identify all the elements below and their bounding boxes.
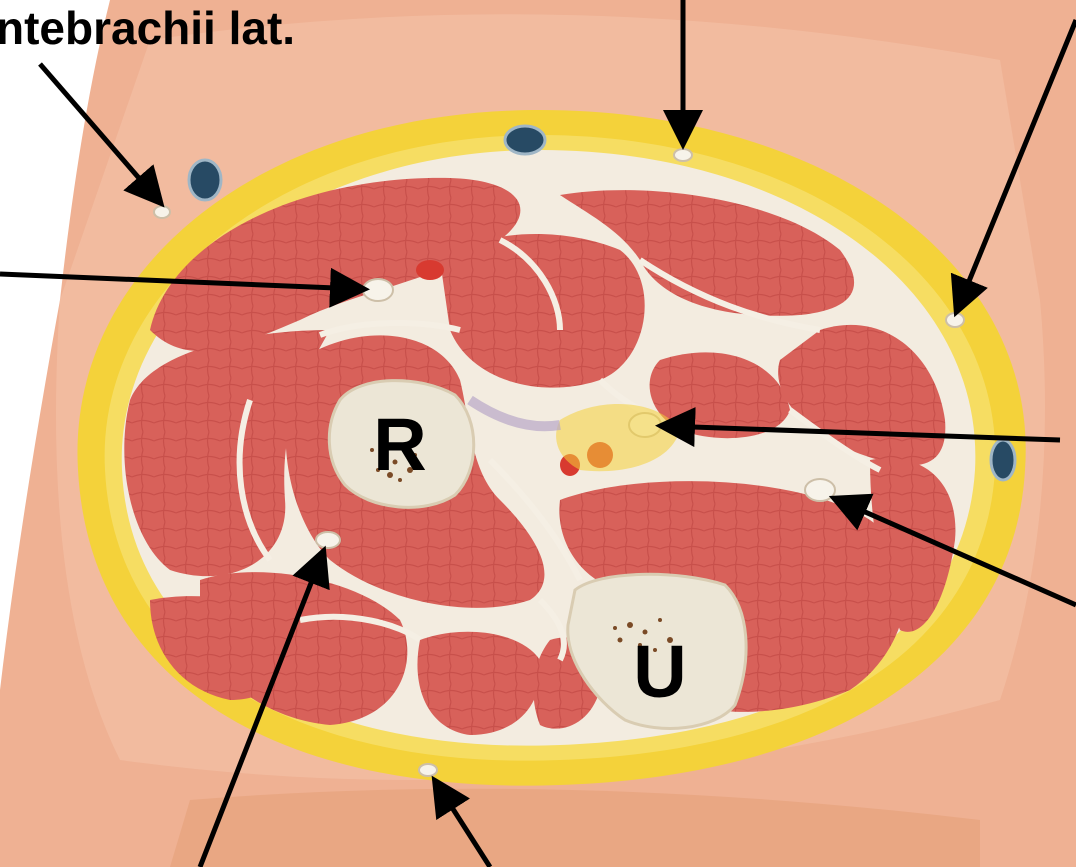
vein-median <box>505 126 545 154</box>
nerve-ulnar <box>805 479 835 501</box>
nerve-superficial-top <box>674 149 692 161</box>
vein-cephalic <box>189 160 221 200</box>
radial-artery <box>416 260 444 280</box>
nerve-posterior-interosseous <box>316 532 340 548</box>
ulna-label: U <box>633 630 686 713</box>
nerve-name-label: ntebrachii lat. <box>0 2 295 54</box>
nerve-cutaneous-lateral <box>154 206 170 218</box>
nerve-radial-superficial <box>363 279 393 301</box>
nerve-cutaneous-posterior <box>419 764 437 776</box>
radius-label: R <box>373 403 426 486</box>
vein-basilic <box>991 440 1015 480</box>
bone-radius: R <box>329 381 473 508</box>
nerve-cutaneous-medial <box>946 313 964 327</box>
